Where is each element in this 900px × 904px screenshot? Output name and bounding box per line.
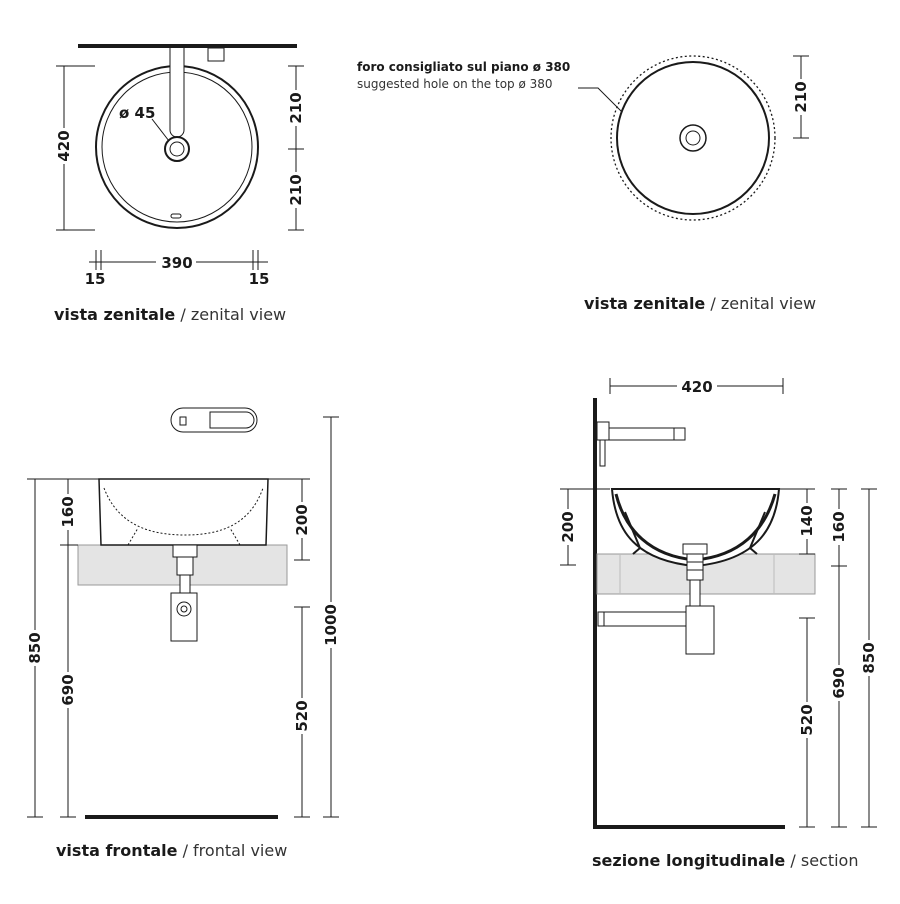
tap-plate: [596, 421, 610, 441]
tap-spout: [608, 427, 686, 441]
drain-pipe: [597, 611, 689, 627]
dim-margin-right: 15: [249, 270, 270, 288]
tap-plate: [207, 47, 225, 62]
dim-half: 210: [792, 81, 810, 112]
tap-lever: [209, 411, 255, 429]
drain-collar: [682, 543, 708, 555]
caption-it: vista frontale: [56, 841, 178, 860]
dim-counter-height: 690: [59, 674, 77, 705]
siphon: [170, 592, 198, 642]
caption-it: vista zenitale: [584, 294, 706, 313]
caption-en: frontal view: [193, 841, 288, 860]
dim-tap-offset: 200: [293, 504, 311, 535]
dim-total-height: 850: [860, 642, 878, 673]
frontal-view: 850 160 690 200 520 1000: [25, 407, 341, 819]
basin-inner-profile: [103, 487, 264, 536]
note-leader: [578, 87, 623, 113]
zenital-view-left: ø 45 420 210 210 390 15 15: [54, 44, 306, 288]
caption-section: sezione longitudinale / section: [592, 851, 859, 870]
dim-basin-height: 160: [59, 496, 77, 527]
drain-inner: [169, 141, 185, 157]
basin: [98, 478, 269, 546]
dim-counter-height: 690: [830, 667, 848, 698]
dim-total-height: 850: [26, 632, 44, 663]
caption-it: vista zenitale: [54, 305, 176, 324]
dim-margin-left: 15: [85, 270, 106, 288]
drain-inner: [685, 130, 701, 146]
dim-drain-height: 520: [293, 700, 311, 731]
caption-en: zenital view: [720, 294, 817, 313]
drain-outer: [679, 124, 707, 152]
dim-half-bottom: 210: [287, 174, 305, 205]
dim-depth: 420: [681, 378, 712, 396]
drain-leader: [151, 118, 170, 142]
caption-zenital-right: vista zenitale / zenital view: [584, 294, 817, 313]
section-view: 420 200 140 160 520 690 8: [558, 376, 879, 829]
note-hole-it: foro consigliato sul piano ø 380: [357, 60, 570, 74]
drain-outer: [164, 136, 190, 162]
siphon: [685, 605, 715, 655]
suggested-hole-circle: [610, 55, 776, 221]
overflow-slot: [170, 213, 182, 219]
tap-spout: [169, 48, 185, 138]
caption-en: section: [800, 851, 859, 870]
zenital-view-right: foro consigliato sul piano ø 380 suggest…: [357, 55, 811, 221]
caption-frontal: vista frontale / frontal view: [56, 841, 288, 860]
dim-inner: 140: [798, 505, 816, 536]
dim-tap-offset: 200: [559, 511, 577, 542]
dim-height-420: 420: [55, 130, 73, 161]
dim-drain: ø 45: [119, 104, 155, 122]
dim-drain-height: 520: [798, 704, 816, 735]
note-hole-en: suggested hole on the top ø 380: [357, 77, 553, 91]
caption-it: sezione longitudinale: [592, 851, 786, 870]
caption-zenital-left: vista zenitale / zenital view: [54, 305, 287, 324]
caption-en: zenital view: [190, 305, 287, 324]
dim-half-top: 210: [287, 92, 305, 123]
dim-basin-height: 160: [830, 511, 848, 542]
drain-collar: [172, 544, 198, 558]
dim-tap-height: 1000: [322, 604, 340, 646]
dim-width-390: 390: [161, 254, 192, 272]
